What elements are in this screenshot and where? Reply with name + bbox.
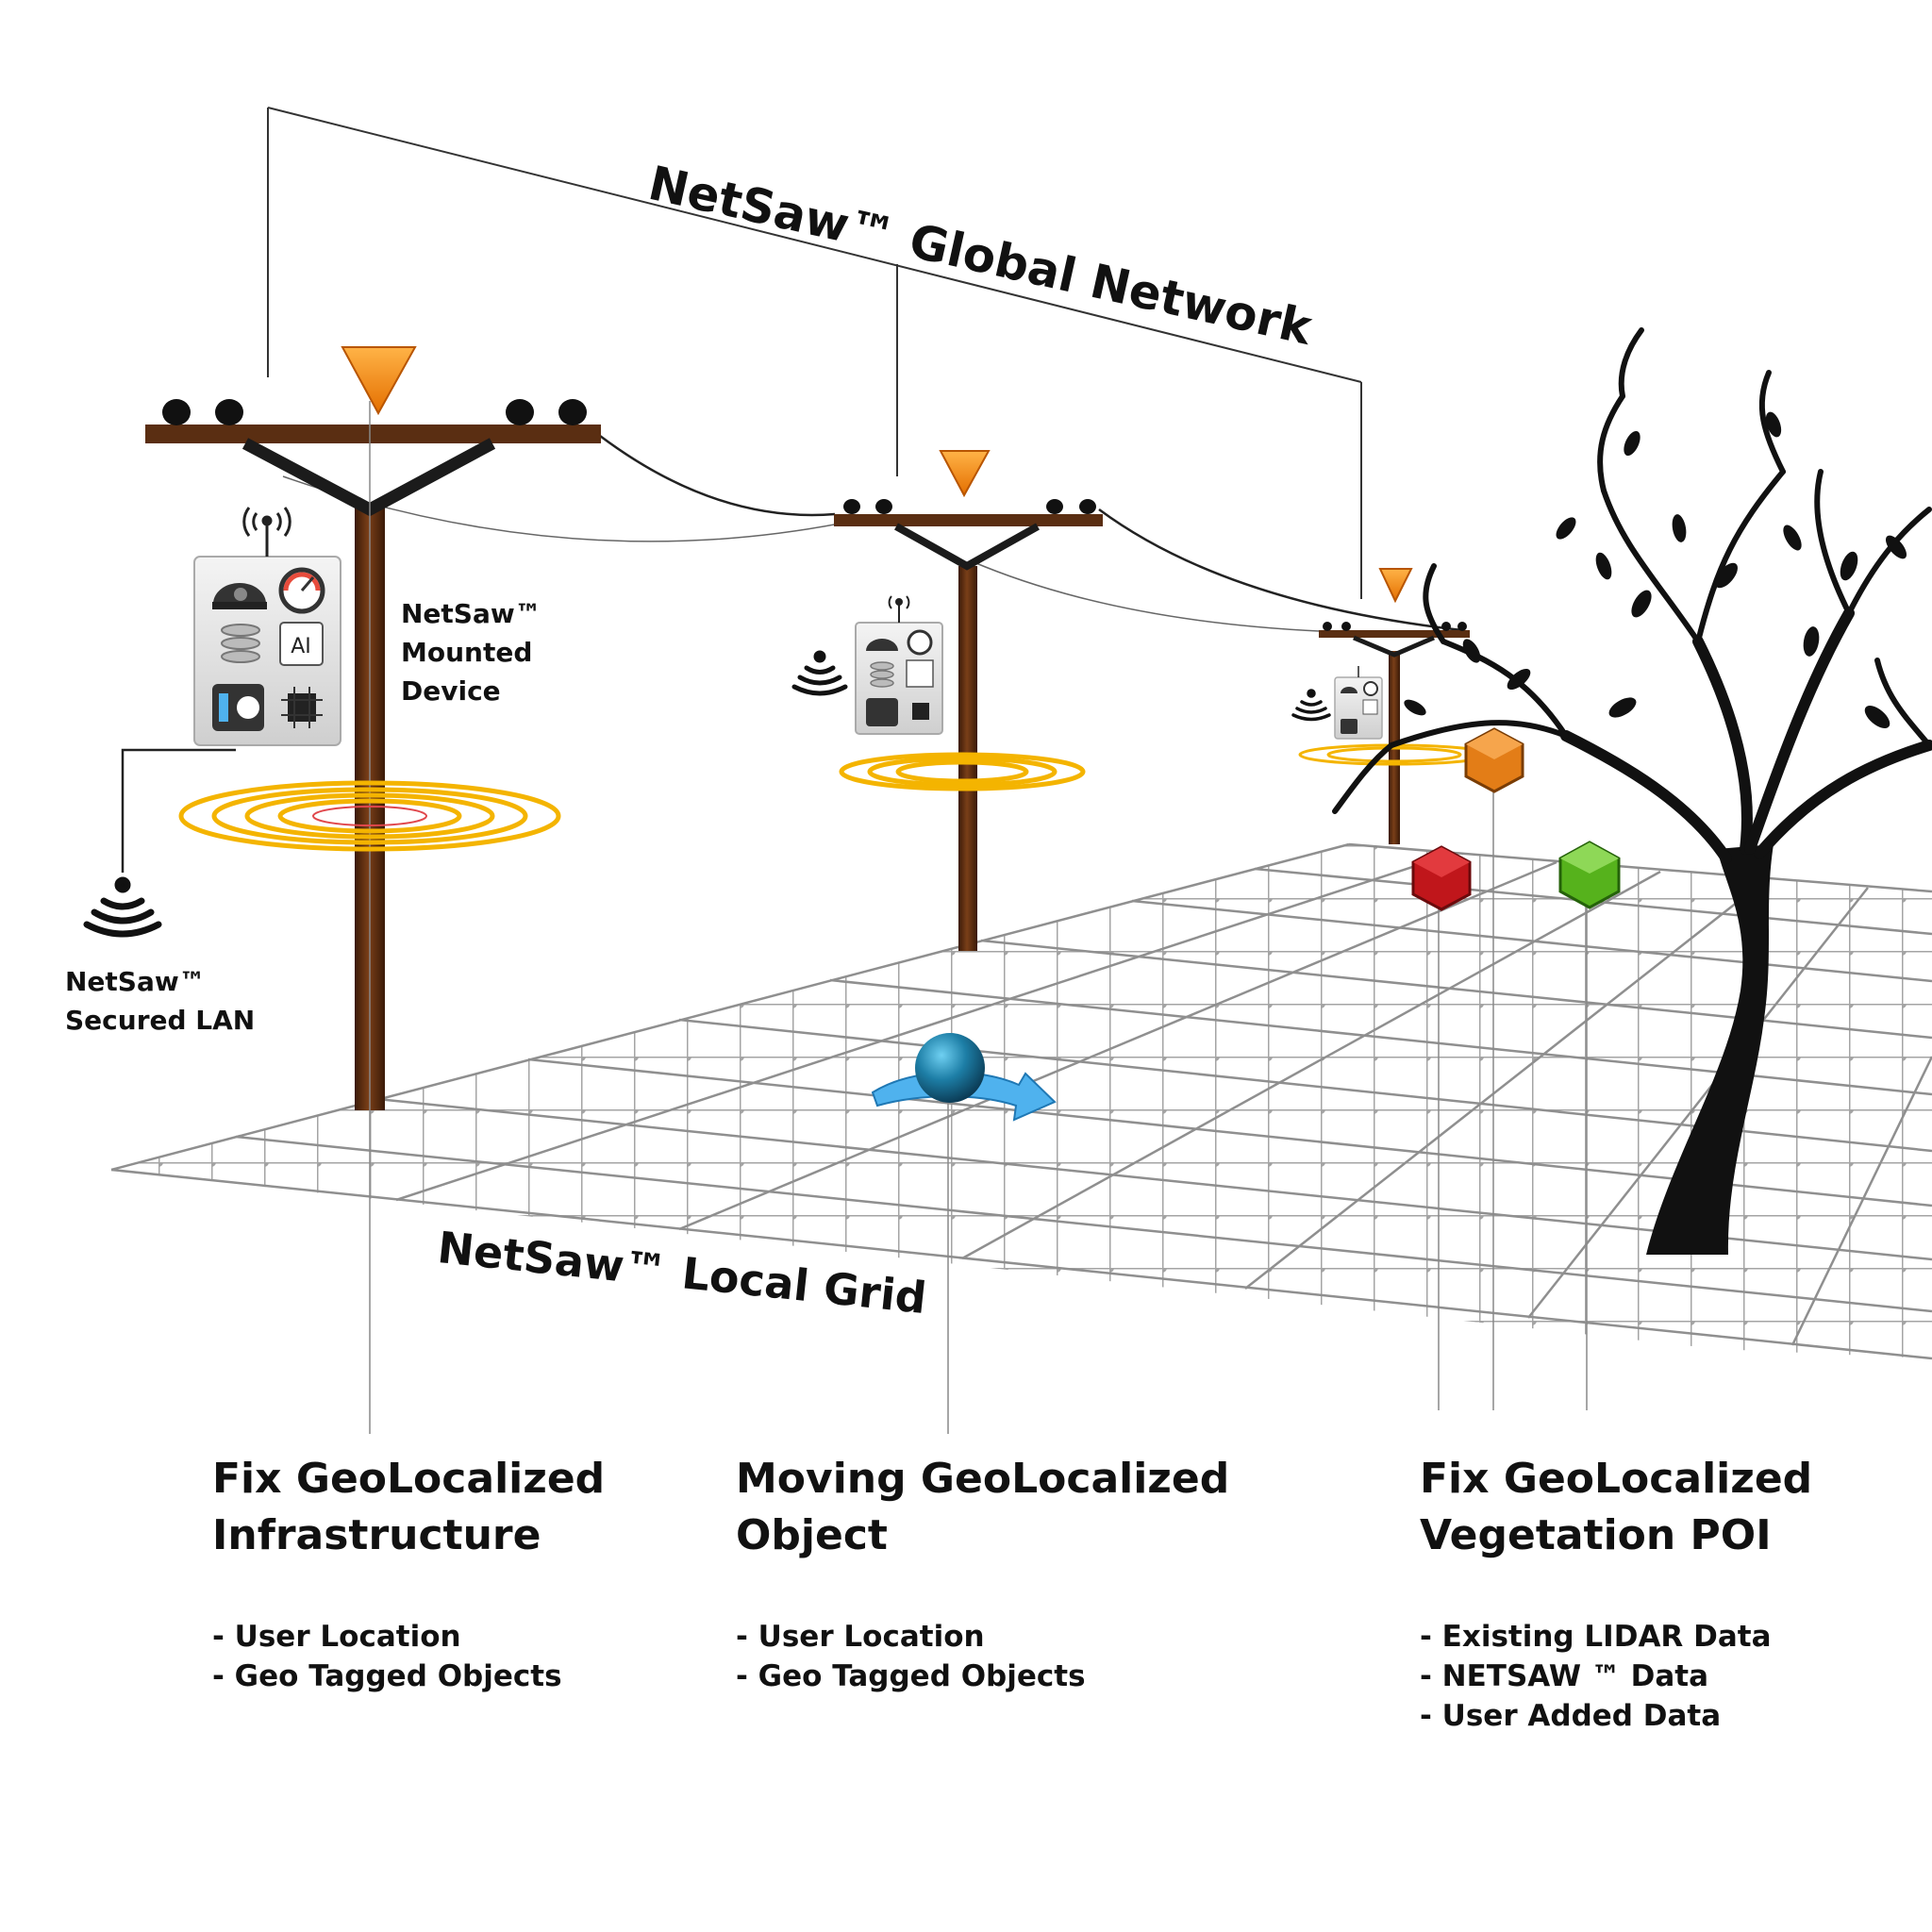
infrastructure-heading: Fix GeoLocalized Infrastructure [212,1451,605,1564]
wifi-icon [83,876,162,938]
mounted-device-3 [1334,666,1383,740]
vegetation-bullets: Existing LIDAR Data NETSAW ™ Data User A… [1420,1617,1812,1736]
heading-line: Object [736,1511,888,1559]
gauge-icon [1363,681,1378,696]
infrastructure-bullets: User Location Geo Tagged Objects [212,1617,605,1696]
mounted-device-1: AI [193,507,341,746]
bullet-item: Geo Tagged Objects [736,1657,1229,1696]
bullet-item: User Location [212,1617,605,1657]
heading-line: Vegetation POI [1420,1511,1772,1559]
vegetation-column: Fix GeoLocalized Vegetation POI Existing… [1420,1451,1812,1736]
antenna-icon [242,507,291,557]
mounted-device-2 [855,595,943,735]
global-network-lines [267,107,1362,599]
camera-icon [212,583,267,609]
gauge-icon [278,567,325,614]
lan-connector-line [121,748,236,873]
camera-icon [1341,687,1357,693]
moving-object-bullets: User Location Geo Tagged Objects [736,1617,1229,1696]
mounted-device-label: NetSaw™ Mounted Device [401,594,541,710]
ai-chip-icon [906,659,934,688]
mounted-device-label-line: Device [401,675,501,707]
antenna-icon [888,595,910,623]
camera-icon [866,639,898,651]
bullet-item: NETSAW ™ Data [1420,1657,1812,1696]
bullet-item: Geo Tagged Objects [212,1657,605,1696]
mounted-device-label-line: Mounted [401,637,533,668]
heading-line: Moving GeoLocalized [736,1455,1230,1503]
secured-lan-label-line: NetSaw™ [65,966,206,997]
gauge-icon [907,629,933,656]
moving-object-column: Moving GeoLocalized Object User Location… [736,1451,1229,1696]
wireless-ripples [178,743,1491,852]
poi-cube-red [1411,845,1472,911]
dashboard-icon [1341,719,1357,734]
bullet-item: User Added Data [1420,1696,1812,1736]
circuit-icon [281,687,323,728]
dashboard-icon [866,698,898,726]
heading-line: Fix GeoLocalized [212,1455,606,1503]
wifi-icon [1291,689,1331,722]
bullet-item: User Location [736,1617,1229,1657]
moving-object-sphere [915,1033,985,1103]
database-icon [221,624,260,663]
secured-lan-label-line: Secured LAN [65,1005,256,1036]
mounted-device-label-line: NetSaw™ [401,598,541,629]
ai-chip-icon [279,622,324,666]
heading-line: Fix GeoLocalized [1420,1455,1813,1503]
bullet-item: Existing LIDAR Data [1420,1617,1812,1657]
infrastructure-column: Fix GeoLocalized Infrastructure User Loc… [212,1451,605,1696]
dashboard-icon [212,684,264,731]
network-node-markers [341,346,1413,604]
wifi-icon [791,650,848,696]
secured-lan-label: NetSaw™ Secured LAN [65,962,255,1040]
heading-line: Infrastructure [212,1511,541,1559]
poi-cube-green [1558,841,1621,909]
database-icon [870,661,894,688]
ai-chip-icon [1362,699,1378,715]
moving-object-heading: Moving GeoLocalized Object [736,1451,1229,1564]
poi-cube-orange [1464,727,1524,793]
ai-chip-label: AI [291,635,311,658]
circuit-icon [912,703,929,720]
tree-icon [1332,327,1932,1255]
vegetation-heading: Fix GeoLocalized Vegetation POI [1420,1451,1812,1564]
marker-drop-lines [369,401,1588,1434]
